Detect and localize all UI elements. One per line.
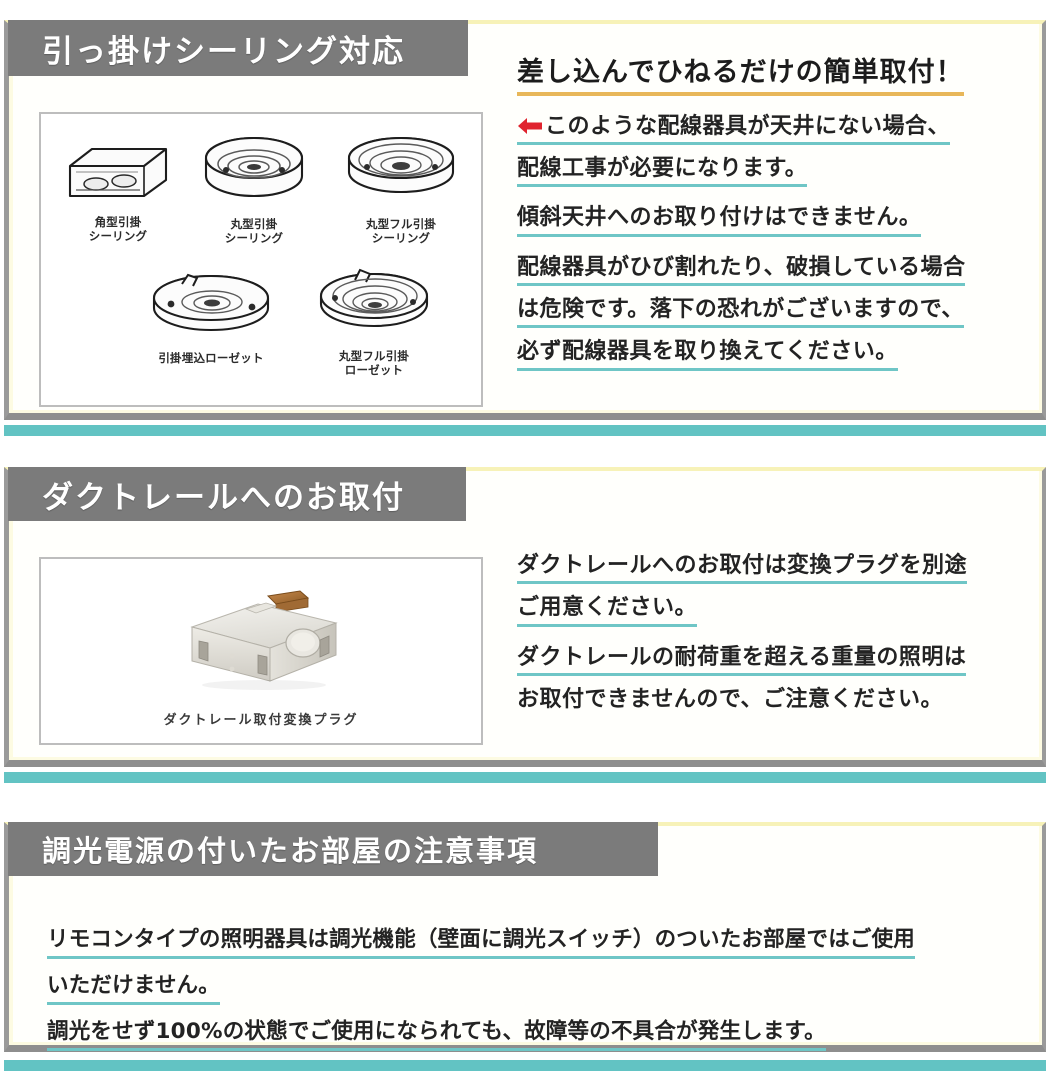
fixture-caption: 角型引掛 シーリング — [88, 215, 148, 244]
card-inner: 調光電源の付いたお部屋の注意事項 リモコンタイプの照明器具は調光機能（壁面に調光… — [8, 822, 1042, 1051]
paragraph-line-text: このような配線器具が天井にない場合、 — [545, 113, 951, 139]
fixture-caption: 丸型引掛 シーリング — [224, 217, 284, 246]
flush-mount-rosette-icon — [152, 273, 270, 332]
plug-photo-caption: ダクトレール取付変換プラグ — [163, 713, 359, 728]
paragraph-line: 配線工事が必要になります。 — [517, 156, 808, 188]
section-title-text: ダクトレールへのお取付 — [42, 479, 405, 516]
round-full-ceiling-rosette-icon — [347, 136, 455, 194]
paragraph-line: いただけません。 — [47, 968, 220, 1005]
fixture-caption: 丸型フル引掛 シーリング — [365, 217, 437, 246]
ceiling-fixture-illustration-panel: 角型引掛 シーリング — [39, 112, 483, 407]
fixture-flush-mount-rosette: 引掛埋込ローゼット — [123, 264, 299, 365]
paragraph-line: リモコンタイプの照明器具は調光機能（壁面に調光スイッチ）のついたお部屋ではご使用 — [47, 922, 916, 959]
round-full-rosette-icon — [319, 268, 429, 328]
fixture-round-full-rosette: 丸型フル引掛 ローゼット — [299, 260, 449, 378]
paragraph-line: 調光をせず100%の状態でご使用になられても、故障等の不具合が発生します。 — [47, 1014, 826, 1051]
paragraph-1: ダクトレールへのお取付は変換プラグを別途 ご用意ください。 — [517, 553, 1037, 627]
fixture-round-full-ceiling-rosette: 丸型フル引掛 シーリング — [331, 132, 471, 246]
section-3-text-body: リモコンタイプの照明器具は調光機能（壁面に調光スイッチ）のついたお部屋ではご使用… — [47, 922, 1037, 1060]
plug-photo-wrap: ダクトレール取付変換プラグ — [41, 585, 481, 728]
paragraph-line: ダクトレールへのお取付は変換プラグを別途 — [517, 553, 968, 585]
paragraph-line: 配線器具がひび割れたり、破損している場合 — [517, 255, 966, 286]
paragraph-line: お取付できませんので、ご注意ください。 — [517, 686, 943, 712]
paragraph-1: このような配線器具が天井にない場合、 配線工事が必要になります。 — [517, 114, 1037, 188]
paragraph-3: 配線器具がひび割れたり、破損している場合 は危険です。落下の恐れがございますので… — [517, 255, 1037, 371]
fixture-caption: 丸型フル引掛 ローゼット — [338, 349, 410, 378]
round-ceiling-rosette-icon — [204, 136, 304, 198]
section-title-hikkake-ceiling: 引っ掛けシーリング対応 — [8, 20, 468, 76]
paragraph-line: は危険です。落下の恐れがございますので、 — [517, 297, 964, 329]
section-divider-bar-1 — [4, 425, 1046, 436]
section-title-text: 調光電源の付いたお部屋の注意事項 — [42, 834, 539, 868]
paragraph-line: 必ず配線器具を取り換えてください。 — [517, 339, 898, 371]
section-divider-bar-2 — [4, 772, 1046, 783]
duct-rail-plug-photo-panel: ダクトレール取付変換プラグ — [39, 557, 483, 745]
paragraph-line: このような配線器具が天井にない場合、 — [517, 113, 951, 146]
lead-headline: 差し込んでひねるだけの簡単取付！ — [517, 56, 964, 96]
card-inner: 引っ掛けシーリング対応 — [8, 20, 1042, 413]
fixture-grid: 角型引掛 シーリング — [41, 114, 481, 405]
section-1-text-column: 差し込んでひねるだけの簡単取付！ このような配線器具が天井にない場合、 配線工事… — [517, 56, 1037, 382]
section-2-text-column: ダクトレールへのお取付は変換プラグを別途 ご用意ください。 ダクトレールの耐荷重… — [517, 553, 1037, 726]
square-ceiling-rosette-icon — [68, 147, 168, 198]
section-card-duct-rail: ダクトレールへのお取付 — [4, 467, 1046, 767]
section-card-dimmer-power: 調光電源の付いたお部屋の注意事項 リモコンタイプの照明器具は調光機能（壁面に調光… — [4, 822, 1046, 1052]
section-title-duct-rail: ダクトレールへのお取付 — [8, 467, 466, 521]
paragraph-line: 傾斜天井へのお取り付けはできません。 — [517, 205, 922, 237]
section-title-text: 引っ掛けシーリング対応 — [42, 33, 405, 70]
fixture-square-ceiling-rosette: 角型引掛 シーリング — [55, 136, 181, 244]
section-divider-bar-3 — [4, 1060, 1046, 1071]
left-arrow-icon — [518, 118, 542, 135]
fixture-round-ceiling-rosette: 丸型引掛 シーリング — [191, 132, 317, 246]
paragraph-2: ダクトレールの耐荷重を超える重量の照明は お取付できませんので、ご注意ください。 — [517, 645, 1037, 716]
card-inner: ダクトレールへのお取付 — [8, 467, 1042, 760]
duct-rail-adapter-plug-photo — [190, 590, 338, 690]
paragraph-line: ご用意ください。 — [517, 595, 698, 627]
paragraph-line: ダクトレールの耐荷重を超える重量の照明は — [517, 645, 967, 676]
section-title-dimmer-power: 調光電源の付いたお部屋の注意事項 — [8, 822, 658, 876]
paragraph-2: 傾斜天井へのお取り付けはできません。 — [517, 205, 1037, 237]
fixture-caption: 引掛埋込ローゼット — [158, 351, 264, 365]
section-card-hikkake-ceiling: 引っ掛けシーリング対応 — [4, 20, 1046, 420]
